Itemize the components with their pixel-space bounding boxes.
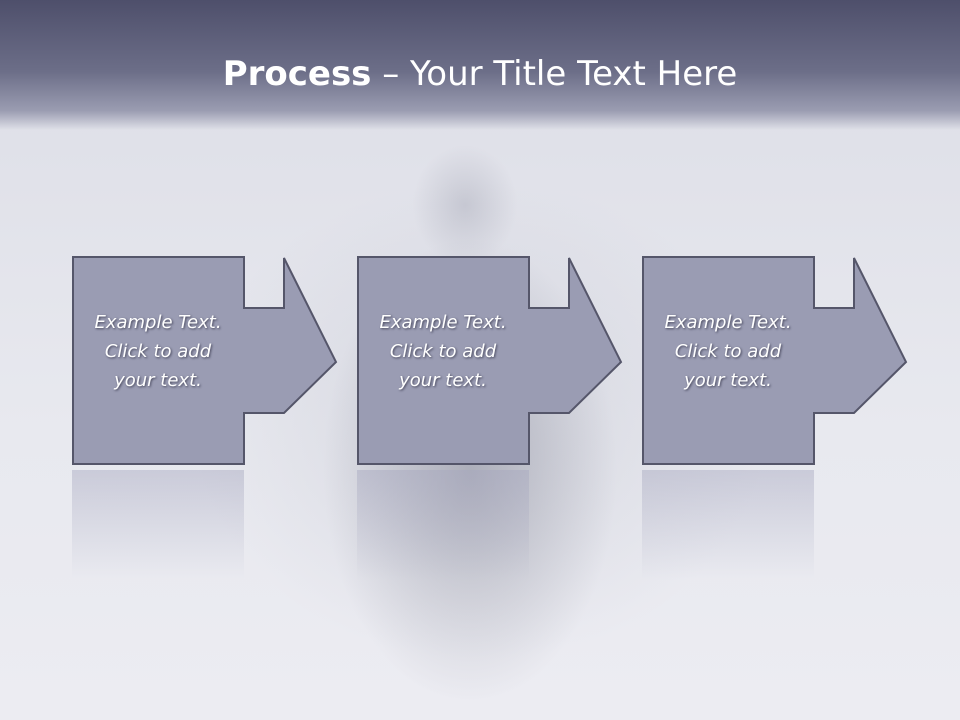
title-band bbox=[0, 0, 960, 130]
step-2-reflection bbox=[357, 470, 529, 580]
step-3-shape bbox=[642, 256, 908, 465]
step-3-text[interactable]: Example Text. Click to add your text. bbox=[664, 312, 792, 391]
step-3-reflection bbox=[642, 470, 814, 580]
step-1-shape bbox=[72, 256, 338, 465]
title-rest: – Your Title Text Here bbox=[382, 54, 738, 94]
step-1-reflection bbox=[72, 470, 244, 580]
step-2-text[interactable]: Example Text. Click to add your text. bbox=[379, 312, 507, 391]
slide-title[interactable]: Process – Your Title Text Here bbox=[0, 50, 960, 98]
process-step-3[interactable]: Example Text. Click to add your text. bbox=[642, 256, 922, 468]
title-bold: Process bbox=[222, 54, 372, 94]
process-step-2[interactable]: Example Text. Click to add your text. bbox=[357, 256, 637, 468]
process-step-1[interactable]: Example Text. Click to add your text. bbox=[72, 256, 352, 468]
step-1-text[interactable]: Example Text. Click to add your text. bbox=[94, 312, 222, 391]
step-2-shape bbox=[357, 256, 623, 465]
